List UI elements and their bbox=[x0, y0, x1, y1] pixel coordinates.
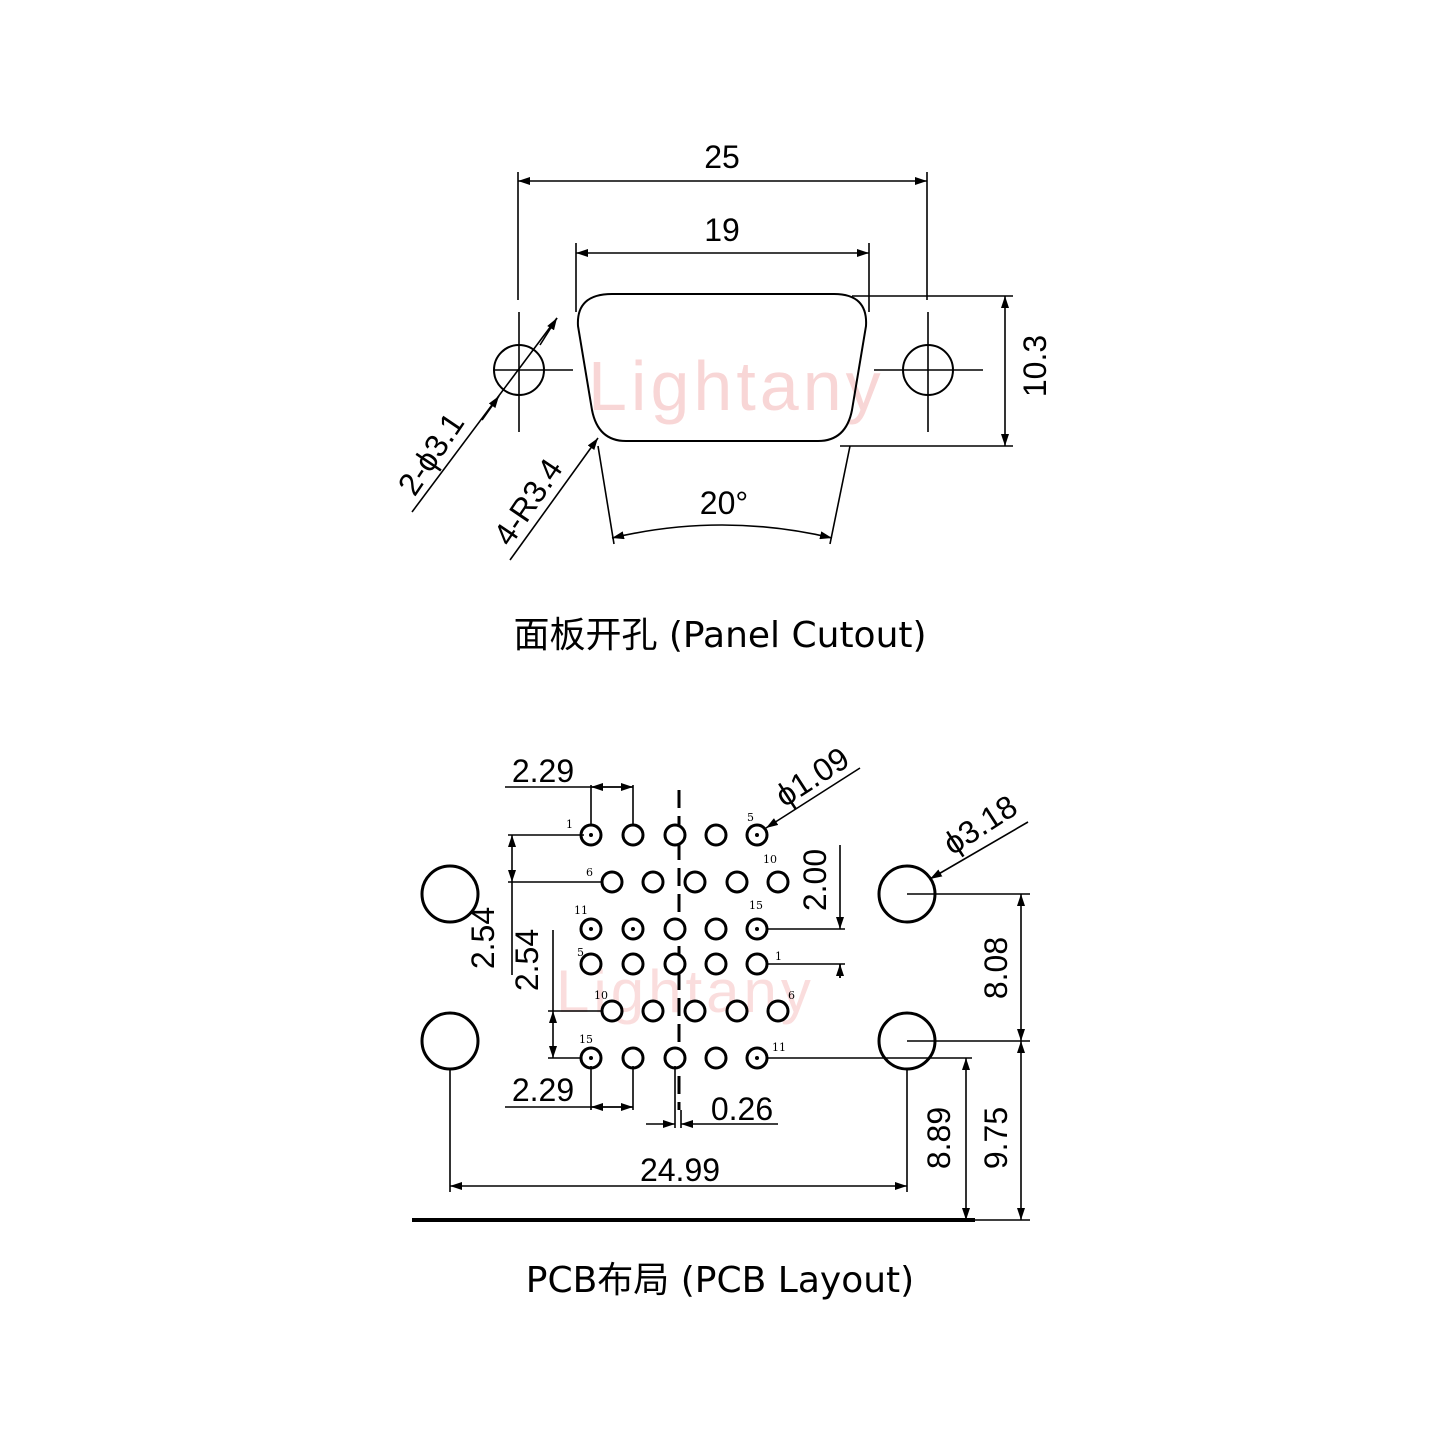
pin-label: 5 bbox=[577, 946, 584, 959]
dimension-pitch-top: 2.29 bbox=[505, 753, 634, 826]
dim-hole-spacing-label: 8.08 bbox=[978, 937, 1014, 999]
dim-row-pitch-lower-label: 2.54 bbox=[509, 929, 545, 991]
watermark-text: Lightany bbox=[588, 347, 885, 425]
dimension-row-pitch-lower: 2.54 bbox=[509, 929, 602, 1059]
pin bbox=[725, 870, 749, 894]
dimension-row-gap: 2.00 bbox=[766, 845, 845, 978]
dim-row-gap-label: 2.00 bbox=[797, 849, 833, 911]
dimension-opening-width: 19 bbox=[575, 212, 870, 312]
pin-label: 11 bbox=[772, 1041, 786, 1054]
pin bbox=[683, 999, 707, 1023]
dim-pitch-bottom-label: 2.29 bbox=[512, 1072, 574, 1108]
dimension-hole-span: 24.99 bbox=[449, 1069, 908, 1192]
left-mount-hole bbox=[493, 312, 573, 432]
pin bbox=[766, 870, 790, 894]
dimension-overall-width: 25 bbox=[517, 139, 928, 300]
leader-pin-dia: ϕ1.09 bbox=[765, 740, 861, 829]
pin-label: 10 bbox=[594, 989, 608, 1002]
pin bbox=[704, 823, 728, 847]
pin-label: 15 bbox=[579, 1033, 593, 1046]
pin bbox=[683, 870, 707, 894]
pin-number-labels: 1 5 6 10 11 15 5 1 10 6 15 11 bbox=[566, 811, 795, 1054]
dim-hole-span-label: 24.99 bbox=[640, 1152, 720, 1188]
pin bbox=[621, 823, 645, 847]
dim-25-label: 25 bbox=[704, 139, 740, 175]
pin-label: 10 bbox=[763, 853, 777, 866]
pin-label: 6 bbox=[788, 989, 795, 1002]
dim-row-pitch-upper-label: 2.54 bbox=[465, 907, 501, 969]
dimension-pitch-bottom: 2.29 bbox=[505, 1066, 634, 1111]
pin-label: 15 bbox=[749, 899, 763, 912]
dim-angle-label: 20° bbox=[700, 485, 748, 521]
dimension-offset: 0.26 bbox=[646, 1066, 778, 1128]
dimension-hole-spacing: 8.08 bbox=[907, 893, 1030, 1042]
pin-label: 1 bbox=[775, 950, 782, 963]
pin bbox=[663, 1046, 687, 1070]
pin-label: 1 bbox=[566, 818, 573, 831]
pin bbox=[621, 1046, 645, 1070]
dim-10-3-label: 10.3 bbox=[1017, 335, 1053, 397]
pin bbox=[663, 952, 687, 976]
pin bbox=[704, 952, 728, 976]
panel-cutout-drawing: Lightany 25 19 bbox=[391, 139, 1053, 656]
pin bbox=[600, 870, 624, 894]
dim-corner-radius-label: 4-R3.4 bbox=[486, 452, 570, 552]
dimension-height: 10.3 bbox=[840, 295, 1053, 447]
pin-grid bbox=[579, 823, 790, 1070]
mount-hole-top-left bbox=[420, 864, 480, 924]
right-mount-hole bbox=[874, 312, 983, 432]
pin-label: 6 bbox=[586, 866, 593, 879]
pin-label: 11 bbox=[574, 904, 588, 917]
dim-19-label: 19 bbox=[704, 212, 740, 248]
dimension-edge-to-pins: 8.89 bbox=[766, 1057, 972, 1220]
leader-mount-dia: ϕ3.18 bbox=[929, 788, 1029, 880]
pin bbox=[641, 999, 665, 1023]
pin bbox=[600, 999, 624, 1023]
pin bbox=[725, 999, 749, 1023]
pin bbox=[621, 952, 645, 976]
mount-hole-bottom-left bbox=[420, 1011, 480, 1071]
pin bbox=[641, 870, 665, 894]
pin-label: 5 bbox=[747, 811, 754, 824]
pin bbox=[663, 823, 687, 847]
pcb-layout-title: PCB布局 (PCB Layout) bbox=[526, 1260, 914, 1301]
pin bbox=[745, 952, 769, 976]
dimension-row-pitch-upper: 2.54 bbox=[465, 834, 602, 975]
dimension-angle: 20° bbox=[597, 445, 851, 545]
dim-offset-label: 0.26 bbox=[711, 1091, 773, 1127]
pin bbox=[704, 917, 728, 941]
dim-edge-to-pins-label: 8.89 bbox=[921, 1107, 957, 1169]
dim-edge-to-hole-label: 9.75 bbox=[978, 1107, 1014, 1169]
dim-pitch-top-label: 2.29 bbox=[512, 753, 574, 789]
panel-cutout-title: 面板开孔 (Panel Cutout) bbox=[513, 615, 926, 656]
pin bbox=[663, 917, 687, 941]
pin bbox=[704, 1046, 728, 1070]
d-sub-opening-outline bbox=[576, 293, 868, 442]
pcb-layout-drawing: Lightany bbox=[412, 740, 1030, 1301]
pin bbox=[579, 952, 603, 976]
pin bbox=[766, 999, 790, 1023]
leader-corner-radius: 4-R3.4 bbox=[486, 437, 599, 561]
dimension-edge-to-hole: 9.75 bbox=[966, 1041, 1030, 1221]
dim-pin-dia-label: ϕ1.09 bbox=[769, 740, 856, 814]
